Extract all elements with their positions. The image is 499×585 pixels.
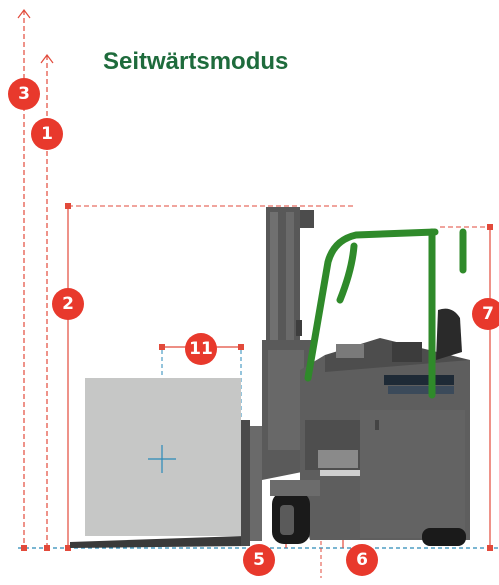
mast	[262, 207, 314, 480]
load-box	[85, 378, 241, 536]
marker-11: 11	[185, 333, 217, 365]
rear-wheel	[422, 528, 466, 546]
marker-1: 1	[31, 118, 63, 150]
drive-wheel	[270, 480, 320, 544]
dimension-2	[65, 203, 355, 551]
truck-body	[300, 308, 470, 540]
marker-3: 3	[8, 78, 40, 110]
marker-6: 6	[346, 544, 378, 576]
forks	[70, 420, 262, 548]
marker-2: 2	[52, 288, 84, 320]
marker-5: 5	[243, 544, 275, 576]
marker-7: 7	[472, 298, 499, 330]
dimension-7	[440, 224, 494, 551]
overhead-guard	[304, 228, 467, 399]
page-title: Seitwärtsmodus	[103, 48, 289, 75]
